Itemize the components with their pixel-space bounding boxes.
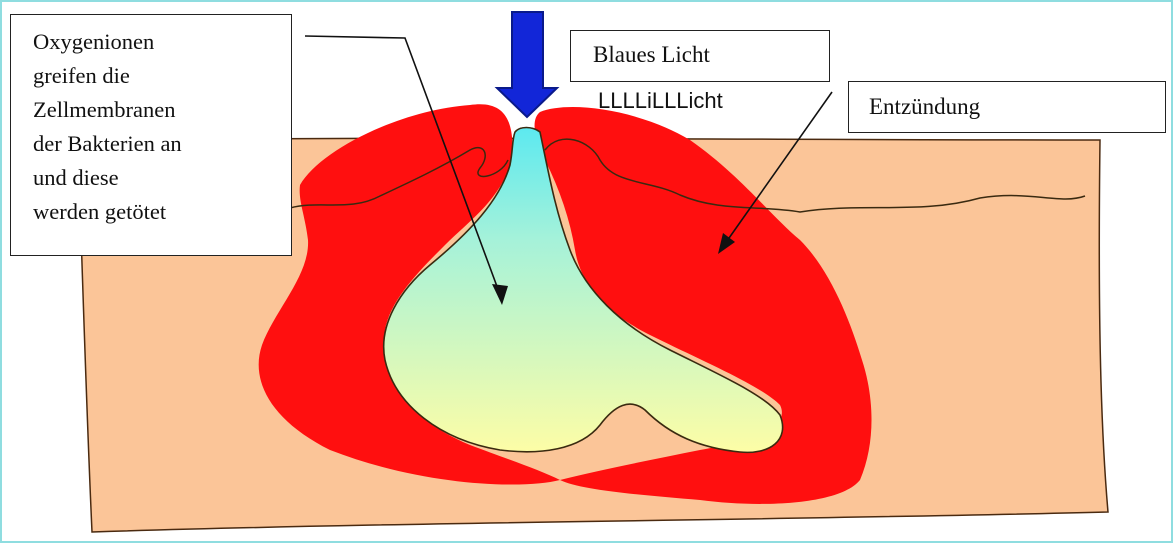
oxygen-label-line: Zellmembranen [33,93,291,127]
oxygen-label-line: werden getötet [33,195,291,229]
oxygen-label-line: Oxygenionen [33,25,291,59]
oxygen-label-line: und diese [33,161,291,195]
blue-light-subtext: LLLLiLLLicht [598,88,723,114]
oxygen-label-line: greifen die [33,59,291,93]
oxygen-label-line: der Bakterien an [33,127,291,161]
blue-light-arrow [497,12,557,117]
oxygen-ions-label: Oxygenionen greifen die Zellmembranen de… [10,14,292,256]
inflammation-label: Entzündung [848,81,1166,133]
blue-light-label: Blaues Licht [570,30,830,82]
